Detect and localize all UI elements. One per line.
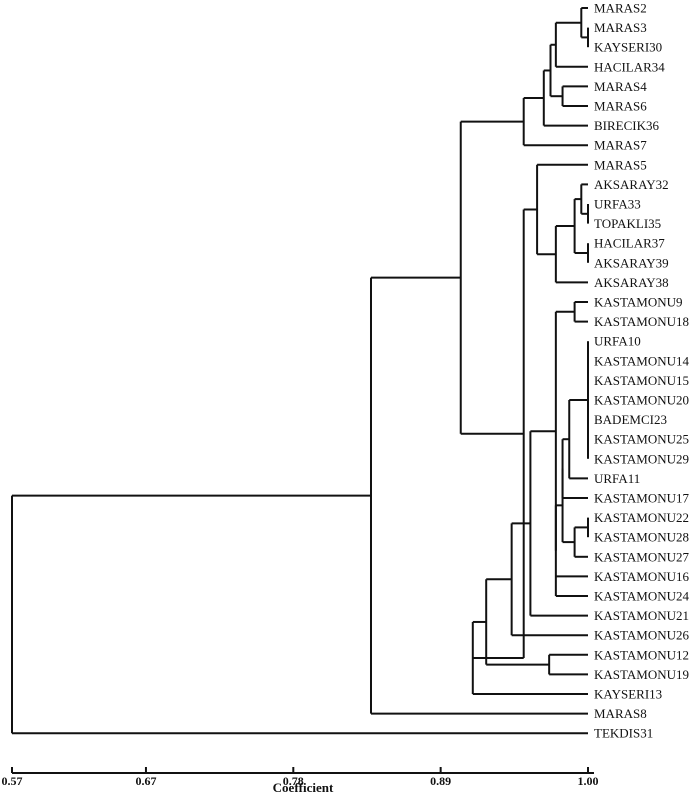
leaf-label-kastamonu22: KASTAMONU22: [594, 510, 689, 525]
leaf-label-kastamonu12: KASTAMONU12: [594, 647, 689, 662]
leaf-label-kastamonu21: KASTAMONU21: [594, 608, 689, 623]
leaf-label-kastamonu16: KASTAMONU16: [594, 569, 690, 584]
leaf-label-kayseri13: KAYSERI13: [594, 687, 662, 702]
tick-label-4: 1.00: [578, 774, 599, 788]
leaf-label-urfa33: URFA33: [594, 197, 641, 212]
leaf-label-hacilar34: HACILAR34: [594, 59, 665, 74]
leaf-label-maras6: MARAS6: [594, 99, 647, 114]
leaf-label-hacilar37: HACILAR37: [594, 236, 665, 251]
leaf-label-kastamonu14: KASTAMONU14: [594, 353, 690, 368]
leaf-label-kastamonu9: KASTAMONU9: [594, 295, 683, 310]
leaf-label-kastamonu27: KASTAMONU27: [594, 549, 690, 564]
leaf-label-kastamonu25: KASTAMONU25: [594, 432, 689, 447]
leaf-label-kastamonu20: KASTAMONU20: [594, 393, 689, 408]
leaf-label-kayseri30: KAYSERI30: [594, 40, 662, 55]
leaf-label-maras5: MARAS5: [594, 157, 647, 172]
leaf-label-maras2: MARAS2: [594, 1, 647, 16]
tick-label-3: 0.89: [430, 774, 451, 788]
x-axis-title: Coefficient: [273, 780, 334, 795]
leaf-label-kastamonu24: KASTAMONU24: [594, 589, 690, 604]
leaf-label-bademci23: BADEMCI23: [594, 412, 667, 427]
leaf-label-maras4: MARAS4: [594, 79, 647, 94]
leaf-label-maras3: MARAS3: [594, 20, 647, 35]
leaf-label-aksaray39: AKSARAY39: [594, 255, 669, 270]
leaf-label-kastamonu26: KASTAMONU26: [594, 628, 690, 643]
leaf-label-maras7: MARAS7: [594, 138, 647, 153]
leaf-label-topakli35: TOPAKLI35: [594, 216, 661, 231]
leaf-label-aksaray38: AKSARAY38: [594, 275, 669, 290]
leaf-labels: MARAS2MARAS3KAYSERI30HACILAR34MARAS4MARA…: [594, 1, 690, 741]
leaf-label-aksaray32: AKSARAY32: [594, 177, 669, 192]
leaf-label-kastamonu17: KASTAMONU17: [594, 491, 690, 506]
tick-label-1: 0.67: [135, 774, 156, 788]
leaf-label-kastamonu18: KASTAMONU18: [594, 314, 689, 329]
leaf-label-maras8: MARAS8: [594, 706, 647, 721]
leaf-label-kastamonu29: KASTAMONU29: [594, 451, 689, 466]
leaf-label-urfa10: URFA10: [594, 334, 641, 349]
x-axis: 0.57 0.67 0.78 0.89 1.00: [2, 767, 599, 788]
leaf-label-kastamonu15: KASTAMONU15: [594, 373, 689, 388]
leaf-label-kastamonu28: KASTAMONU28: [594, 530, 689, 545]
leaf-label-birecik36: BIRECIK36: [594, 118, 660, 133]
leaf-label-urfa11: URFA11: [594, 471, 640, 486]
tick-label-2: 0.78: [283, 774, 304, 788]
leaf-label-tekdis31: TEKDIS31: [594, 726, 653, 741]
leaf-label-kastamonu19: KASTAMONU19: [594, 667, 689, 682]
branches: [11, 7, 589, 735]
tick-label-0: 0.57: [2, 774, 23, 788]
